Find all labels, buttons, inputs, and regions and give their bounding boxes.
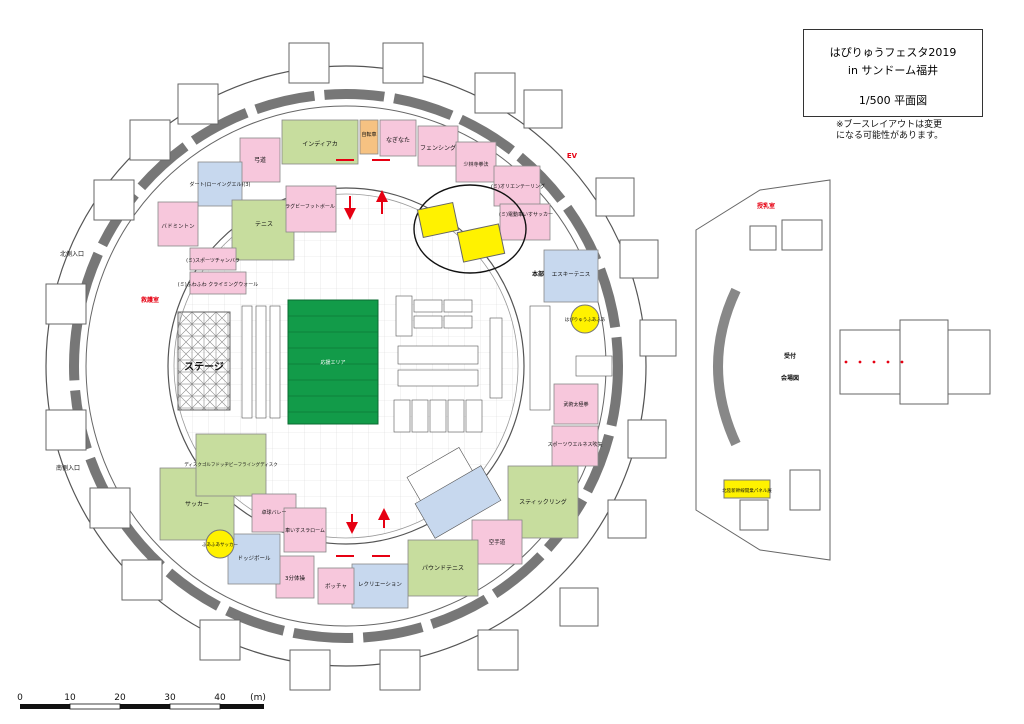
yellow-box-1: [416, 201, 460, 239]
zone-kyudo: [239, 137, 281, 183]
scale-tick-20: 20: [114, 693, 126, 703]
label-fuwa-soccer: ふあふあサッカー: [202, 542, 238, 548]
zone-dodge: [227, 533, 281, 585]
label-chanbara: (ミ)スポーツチャンバラ: [186, 257, 240, 264]
zone-naginata: [379, 119, 417, 157]
title-line-3: 1/500 平面図: [858, 94, 928, 107]
fuwa-soccer-circle: [205, 529, 235, 559]
zone-chanbara: [189, 247, 237, 271]
label-fuwa-right: はぴりゅうふあふあ: [565, 317, 606, 323]
scale-tick-30: 30: [164, 693, 176, 703]
note-line-2: になる可能性があります。: [836, 131, 944, 141]
title-line-1: はぴりゅうフェスタ2019: [829, 46, 957, 59]
annex-building: [695, 179, 991, 561]
scale-unit: (m): [250, 693, 266, 703]
note-line-1: ※ブースレイアウトは変更: [836, 120, 943, 130]
scale-tick-10: 10: [64, 693, 76, 703]
center-booths: [393, 295, 613, 433]
zone-india: [281, 119, 359, 165]
label-climbing: (ミ)ふわふわ クライミングウォール: [178, 281, 259, 288]
scale-bar: 0 10 20 30 40 (m): [17, 693, 266, 710]
label-kyudo: 弓道: [254, 156, 266, 164]
label-jitensha: 自転車: [361, 131, 376, 138]
first-aid-left: 救護室: [141, 296, 159, 304]
label-shorinji: 少林寺拳法: [463, 161, 488, 168]
zone-stick: [507, 465, 579, 539]
zone-tennis: [231, 199, 295, 261]
zone-bujutsu: [553, 383, 599, 425]
zone-jitensha: [359, 119, 379, 155]
zone-dart: [197, 161, 243, 207]
label-naginata: なぎなた: [386, 136, 410, 144]
annex-yellow: [723, 479, 771, 499]
label-orienteering: (ミ)オリエンテーリング: [491, 183, 545, 190]
label-tennis: テニス: [255, 221, 273, 228]
label-dodge: ドッジボール: [237, 554, 271, 562]
label-paddle: パウンドテニス: [422, 564, 464, 572]
label-recreation: レクリエーション: [358, 581, 402, 588]
zone-sports-wellness: [551, 425, 599, 467]
label-wheelchair-soccer: (ミ)電動車いすサッカー: [499, 211, 553, 218]
label-rugby: ラグビーフットボール: [285, 203, 335, 210]
zone-wheel-slalom: [283, 507, 327, 553]
venue-info-label: 会場図: [781, 374, 799, 382]
label-wheel-slalom: 車いすスラローム: [285, 527, 325, 534]
zone-rugby: [285, 185, 337, 233]
stage-area: [177, 311, 231, 411]
title-box: はぴりゅうフェスタ2019 in サンドーム福井 1/500 平面図: [803, 29, 983, 117]
zone-shorinji: [455, 141, 497, 183]
hq-label: 本部: [532, 270, 544, 278]
label-soccer: サッカー: [185, 501, 209, 508]
zone-boccia: [317, 567, 355, 605]
fuwa-right-circle: [570, 304, 600, 334]
stair-towers: [45, 42, 677, 691]
label-fukui-panel: 北陸新幹線開業パネル展: [722, 487, 772, 494]
layout-note: ※ブースレイアウトは変更 になる可能性があります。: [836, 120, 943, 142]
label-cheer: 応援エリア: [320, 359, 345, 366]
cheer-area: [287, 299, 379, 425]
zone-climbing: [189, 271, 247, 295]
zone-karate: [471, 519, 523, 565]
scale-tick-40: 40: [214, 693, 226, 703]
label-disc-golf: ディスクゴルフドッヂビーフライングディスク: [184, 461, 278, 468]
stage-label: ステージ: [184, 361, 224, 373]
label-dart: ダート(ローイングエル)(3): [190, 181, 251, 188]
ev-label: EV: [567, 152, 578, 160]
label-boccia: ボッチャ: [325, 582, 347, 590]
yellow-box-2: [456, 223, 506, 263]
first-aid-right: 授乳室: [757, 202, 775, 210]
label-bujutsu: 武術太極拳: [563, 401, 588, 408]
label-stick: スティックリング: [519, 498, 567, 506]
north-entrance: 北側入口: [60, 250, 84, 258]
south-entrance: 南側入口: [56, 464, 80, 472]
reception-label: 受付: [784, 352, 796, 360]
label-seated-volley: 卓球バレー: [261, 509, 286, 516]
label-wellness: スポーツウエルネス吹矢: [548, 441, 603, 448]
label-karate: 空手道: [489, 538, 506, 546]
zone-escrime: [543, 249, 599, 303]
zone-badminton: [157, 201, 199, 247]
label-india: インディアカ: [302, 140, 338, 148]
zone-disc-golf: [195, 433, 267, 497]
oval-track: [413, 184, 527, 274]
seating: [241, 305, 281, 419]
lower-booths: [406, 447, 502, 539]
title-line-2: in サンドーム福井: [847, 64, 939, 77]
label-badminton: バドミントン: [161, 223, 195, 230]
red-markers: [336, 159, 390, 557]
scale-tick-0: 0: [17, 693, 23, 703]
zone-sanjo: [275, 555, 315, 599]
label-escrime: エスキーテニス: [552, 271, 591, 278]
label-sanjo: 3分体操: [285, 574, 305, 582]
annex-curve: [713, 287, 741, 447]
label-fencing: フェンシング: [420, 144, 456, 152]
